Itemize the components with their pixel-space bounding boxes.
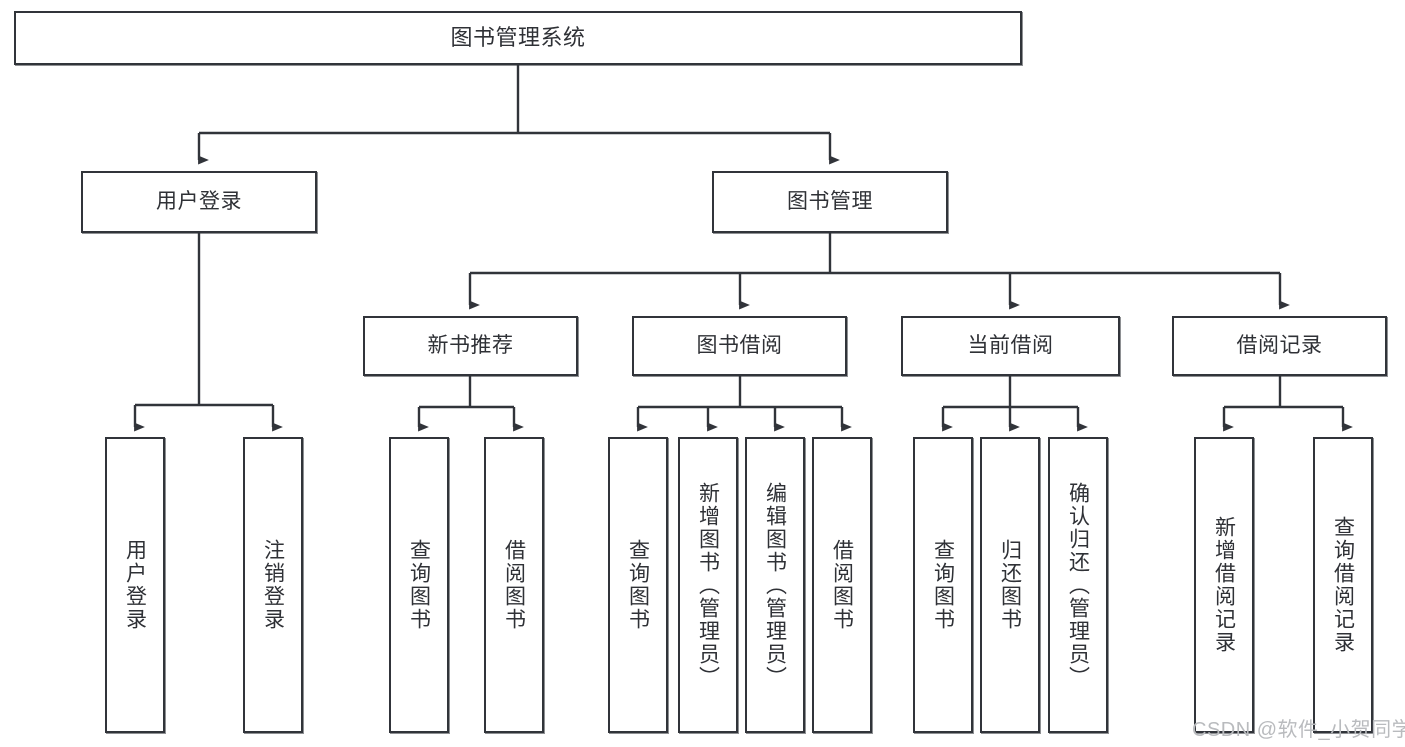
node-leaf-query-record-label: 查询借阅记录 bbox=[1331, 516, 1355, 654]
node-leaf-query-book-1[interactable]: 查询图书 bbox=[389, 437, 449, 733]
node-leaf-edit-book[interactable]: 编辑图书（管理员） bbox=[745, 437, 805, 733]
node-leaf-borrow-book-2-label: 借阅图书 bbox=[830, 539, 854, 631]
node-user-login-label: 用户登录 bbox=[156, 189, 242, 213]
node-leaf-user-login-label: 用户登录 bbox=[123, 539, 147, 631]
node-leaf-borrow-book-2[interactable]: 借阅图书 bbox=[812, 437, 872, 733]
node-leaf-query-book-3[interactable]: 查询图书 bbox=[913, 437, 973, 733]
node-user-login[interactable]: 用户登录 bbox=[81, 171, 317, 233]
node-book-borrow[interactable]: 图书借阅 bbox=[632, 316, 847, 376]
node-current-borrow-label: 当前借阅 bbox=[967, 333, 1054, 357]
node-current-borrow[interactable]: 当前借阅 bbox=[901, 316, 1120, 376]
node-leaf-confirm-return[interactable]: 确认归还（管理员） bbox=[1048, 437, 1108, 733]
node-leaf-borrow-book-1[interactable]: 借阅图书 bbox=[484, 437, 544, 733]
node-new-book-recommend[interactable]: 新书推荐 bbox=[363, 316, 578, 376]
node-leaf-add-record-label: 新增借阅记录 bbox=[1212, 516, 1236, 654]
node-borrow-record-label: 借阅记录 bbox=[1236, 333, 1323, 357]
node-root[interactable]: 图书管理系统 bbox=[14, 11, 1022, 65]
node-new-book-recommend-label: 新书推荐 bbox=[427, 333, 514, 357]
node-leaf-query-book-1-label: 查询图书 bbox=[407, 539, 431, 631]
node-leaf-add-book[interactable]: 新增图书（管理员） bbox=[678, 437, 738, 733]
node-leaf-query-book-2-label: 查询图书 bbox=[626, 539, 650, 631]
node-leaf-return-book[interactable]: 归还图书 bbox=[980, 437, 1040, 733]
node-leaf-query-record[interactable]: 查询借阅记录 bbox=[1313, 437, 1373, 733]
node-borrow-record[interactable]: 借阅记录 bbox=[1172, 316, 1387, 376]
watermark: CSDN @软件_小贺同学 bbox=[1192, 719, 1405, 741]
node-leaf-query-book-2[interactable]: 查询图书 bbox=[608, 437, 668, 733]
node-leaf-logout[interactable]: 注销登录 bbox=[243, 437, 303, 733]
node-book-borrow-label: 图书借阅 bbox=[696, 333, 783, 357]
node-book-manage-label: 图书管理 bbox=[787, 189, 873, 213]
node-leaf-logout-label: 注销登录 bbox=[261, 539, 285, 631]
node-book-manage[interactable]: 图书管理 bbox=[712, 171, 948, 233]
node-leaf-edit-book-label: 编辑图书（管理员） bbox=[763, 481, 787, 689]
node-leaf-borrow-book-1-label: 借阅图书 bbox=[502, 539, 526, 631]
node-leaf-add-book-label: 新增图书（管理员） bbox=[696, 481, 720, 689]
node-leaf-add-record[interactable]: 新增借阅记录 bbox=[1194, 437, 1254, 733]
node-leaf-confirm-return-label: 确认归还（管理员） bbox=[1066, 481, 1090, 689]
node-leaf-query-book-3-label: 查询图书 bbox=[931, 539, 955, 631]
node-root-label: 图书管理系统 bbox=[450, 25, 586, 51]
node-leaf-user-login[interactable]: 用户登录 bbox=[105, 437, 165, 733]
node-leaf-return-book-label: 归还图书 bbox=[998, 539, 1022, 631]
